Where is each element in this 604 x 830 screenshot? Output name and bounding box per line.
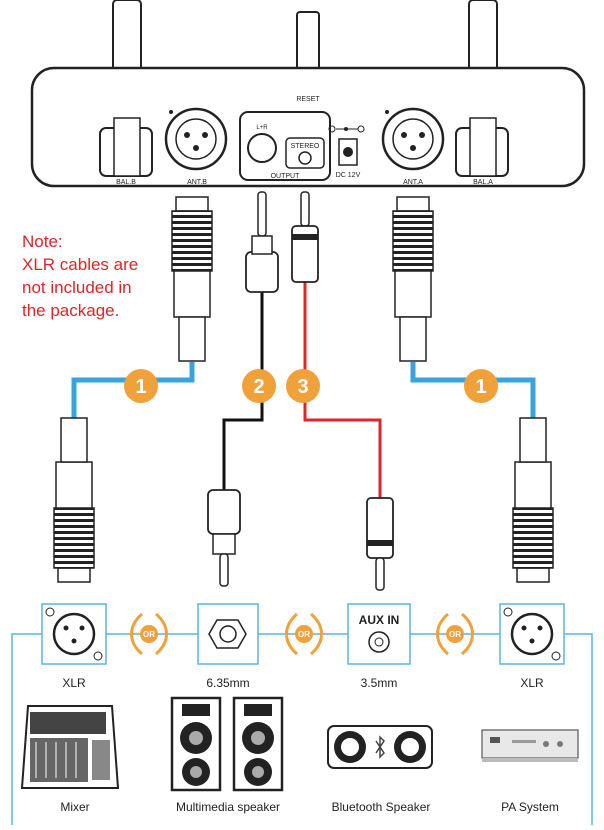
cable-badge-1-right: 1 <box>464 369 498 403</box>
or-badge-2: OR <box>285 612 323 656</box>
note-line: not included in <box>22 278 132 297</box>
mixer-illustration <box>20 705 120 789</box>
xlr-connector-bottom-left <box>53 417 95 583</box>
svg-text:OR: OR <box>298 630 310 639</box>
bluetooth-icon <box>375 735 385 759</box>
xlr-cable-note: Note: XLR cables are not included in the… <box>22 230 212 322</box>
aux-in-port: AUX IN <box>347 603 411 665</box>
mixer-caption: Mixer <box>60 800 90 814</box>
label-ant-a: ANT.A <box>403 179 423 186</box>
jack-6-35-plug-top <box>245 191 279 293</box>
pa-system-illustration <box>481 729 579 762</box>
label-stereo: STEREO <box>291 143 320 150</box>
cable-badge-3: 3 <box>286 369 320 403</box>
xlr-connector-bottom-right <box>512 417 554 583</box>
svg-text:OR: OR <box>143 630 155 639</box>
label-ant-b: ANT.B <box>187 179 207 186</box>
aux-in-label: AUX IN <box>359 613 400 627</box>
label-dc-12v: DC 12V <box>336 172 361 179</box>
xlr-caption-right: XLR <box>520 676 544 690</box>
or-badge-1: OR <box>130 612 168 656</box>
xlr-port-right <box>499 603 565 665</box>
svg-text:1: 1 <box>475 376 486 398</box>
svg-text:OR: OR <box>449 630 461 639</box>
label-bal-b: BAL.B <box>116 179 136 186</box>
xlr-connector-top-right <box>392 196 434 362</box>
svg-text:1: 1 <box>135 376 146 398</box>
note-line: XLR cables are <box>22 255 139 274</box>
cable-2-wire <box>222 290 264 490</box>
pa-system-caption: PA System <box>501 800 559 814</box>
jack-6-35-caption: 6.35mm <box>206 676 250 690</box>
note-line: the package. <box>22 301 120 320</box>
receiver-rear-panel <box>30 66 586 188</box>
note-line: Note: <box>22 232 63 251</box>
jack-6-35-plug-bottom <box>207 489 241 587</box>
xlr-caption-left: XLR <box>62 676 86 690</box>
bluetooth-speaker-illustration <box>327 725 433 769</box>
jack-6-35-port <box>197 603 259 665</box>
label-lr: L+R <box>256 125 268 131</box>
label-output: OUTPUT <box>271 173 301 180</box>
label-bal-a: BAL.A <box>473 179 493 186</box>
multimedia-speaker-caption: Multimedia speaker <box>175 800 281 814</box>
svg-text:3: 3 <box>297 376 308 398</box>
bluetooth-speaker-caption: Bluetooth Speaker <box>331 800 431 814</box>
cable-badge-2: 2 <box>242 369 276 403</box>
label-reset: RESET <box>296 96 320 103</box>
cable-3-wire <box>303 280 382 498</box>
xlr-port-left <box>41 603 107 665</box>
multimedia-speaker-illustration <box>170 696 284 792</box>
jack-3-5-plug-bottom <box>366 497 394 591</box>
cable-badge-1-left: 1 <box>124 369 158 403</box>
or-badge-3: OR <box>436 612 474 656</box>
svg-text:2: 2 <box>253 376 264 398</box>
aux-3-5-caption: 3.5mm <box>360 676 398 690</box>
jack-3-5-plug-top <box>291 191 319 283</box>
